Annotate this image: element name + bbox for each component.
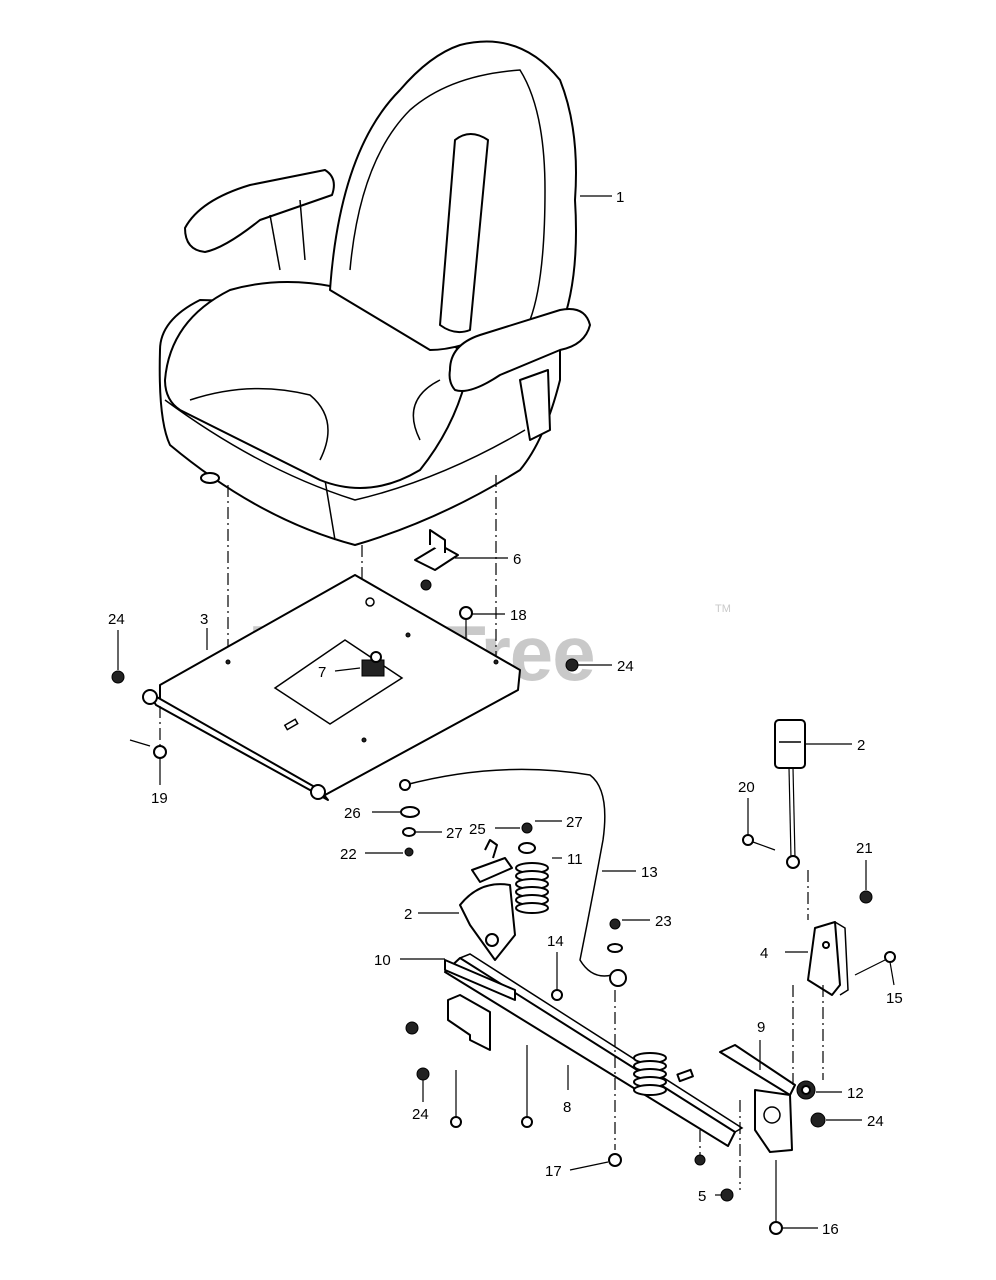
adjust-handle	[774, 719, 806, 869]
callout-26: 26	[344, 805, 361, 822]
callout-17: 17	[545, 1163, 562, 1180]
nut-22	[404, 847, 414, 857]
callout-27-left: 27	[446, 825, 463, 842]
nut-21	[859, 890, 873, 904]
callout-3: 3	[200, 611, 208, 628]
frame-bar-8	[444, 953, 744, 1147]
latch-bracket-lower	[459, 839, 516, 961]
nut-24-right	[810, 1112, 826, 1128]
bolt-14	[551, 970, 563, 1001]
pivot-pin	[459, 606, 473, 638]
callout-19: 19	[151, 790, 168, 807]
nut-24-plate	[565, 658, 579, 672]
bracket-9	[719, 1044, 796, 1153]
bolt-19	[129, 706, 167, 759]
washer-23	[607, 943, 623, 953]
spring-lower	[633, 1052, 667, 1096]
callout-24-plate: 24	[617, 658, 634, 675]
nut-24-lower	[416, 1067, 430, 1081]
callout-7: 7	[318, 664, 326, 681]
nut-24-left	[111, 670, 125, 684]
nut-24-lower-left	[405, 1021, 419, 1035]
callout-12: 12	[847, 1085, 864, 1102]
callout-4: 4	[760, 945, 768, 962]
callout-27-right: 27	[566, 814, 583, 831]
callout-23: 23	[655, 913, 672, 930]
callout-21: 21	[856, 840, 873, 857]
bracket-4	[807, 921, 849, 996]
seat	[158, 40, 591, 546]
seat-plate	[142, 574, 521, 801]
callout-1: 1	[616, 189, 624, 206]
callout-14: 14	[547, 933, 564, 950]
switch-bracket	[414, 529, 459, 591]
callout-8: 8	[563, 1099, 571, 1116]
callout-20: 20	[738, 779, 755, 796]
callout-2-handle: 2	[857, 737, 865, 754]
callout-22: 22	[340, 846, 357, 863]
bracket-10	[444, 959, 516, 1051]
callout-9: 9	[757, 1019, 765, 1036]
callout-10: 10	[374, 952, 391, 969]
washer-27-right	[518, 842, 536, 854]
callout-24-left: 24	[108, 611, 125, 628]
nut-25	[521, 822, 533, 834]
callout-2-bracket: 2	[404, 906, 412, 923]
callout-25: 25	[469, 821, 486, 838]
seat-cable	[404, 768, 613, 977]
callout-6: 6	[513, 551, 521, 568]
washer-27-left	[402, 827, 416, 837]
callout-11: 11	[567, 851, 583, 868]
callout-24-lower: 24	[412, 1106, 429, 1123]
washer-26	[400, 806, 420, 818]
bolt-17	[608, 1153, 622, 1167]
bolt-20	[742, 834, 776, 851]
clip	[676, 1068, 694, 1083]
callout-18: 18	[510, 607, 527, 624]
callout-15: 15	[886, 990, 903, 1007]
watermark-trademark: TM	[715, 603, 731, 615]
seat-switch	[361, 651, 385, 677]
nut-23	[609, 918, 621, 930]
bolt-15	[854, 951, 896, 976]
nut-5	[720, 1188, 734, 1202]
callout-13: 13	[641, 864, 658, 881]
spring-11	[515, 862, 549, 914]
callout-24-right: 24	[867, 1113, 884, 1130]
callout-5: 5	[698, 1188, 706, 1205]
callout-16: 16	[822, 1221, 839, 1238]
